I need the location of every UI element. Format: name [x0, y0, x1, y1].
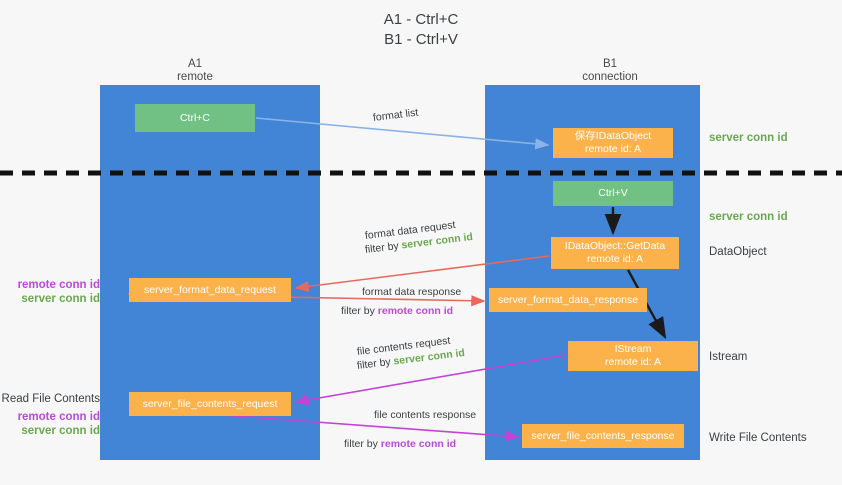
lane-header-a1: A1 remote: [177, 58, 213, 83]
lane-header-b1: B1 connection: [582, 58, 638, 83]
label-remote-conn-id-bottom: remote conn id: [17, 411, 100, 423]
box-ctrl-v[interactable]: Ctrl+V: [553, 181, 673, 206]
box-server-file-contents-response[interactable]: server_file_contents_response: [522, 424, 684, 448]
box-server-file-contents-request[interactable]: server_file_contents_request: [129, 392, 291, 416]
annotation-filter-prefix: filter by: [344, 438, 381, 450]
annotation-file-contents-response-filter: filter by remote conn id: [344, 437, 456, 452]
label-read-file-contents: Read File Contents: [1, 393, 100, 405]
label-server-conn-id-second: server conn id: [709, 211, 788, 223]
box-idataobject[interactable]: 保存IDataObject remote id: A: [553, 128, 673, 158]
label-server-conn-id-top: server conn id: [709, 132, 788, 144]
annotation-file-contents-response: file contents response: [374, 409, 477, 421]
label-server-conn-id-bottom: server conn id: [21, 425, 100, 437]
box-server-format-data-response[interactable]: server_format_data_response: [489, 288, 647, 312]
label-remote-conn-id-middle: remote conn id: [17, 279, 100, 291]
label-dataobject: DataObject: [709, 246, 767, 258]
label-istream: Istream: [709, 351, 748, 363]
annotation-filter-prefix: filter by: [356, 355, 395, 373]
box-idataobject-getdata[interactable]: IDataObject::GetData remote id: A: [551, 237, 679, 269]
label-server-conn-id-middle: server conn id: [21, 293, 100, 305]
annotation-filter-prefix: filter by: [341, 305, 378, 317]
label-write-file-contents: Write File Contents: [709, 432, 807, 444]
page-title: A1 - Ctrl+C B1 - Ctrl+V: [383, 11, 459, 48]
box-ctrl-c[interactable]: Ctrl+C: [135, 104, 255, 132]
box-server-format-data-request[interactable]: server_format_data_request: [129, 278, 291, 302]
annotation-filter-prefix: filter by: [364, 239, 403, 257]
label-conn-ids-bottom: remote conn id server conn id: [0, 410, 100, 438]
box-istream[interactable]: IStream remote id: A: [568, 341, 698, 371]
annotation-filter-value-remote-conn-id: remote conn id: [377, 305, 454, 317]
annotation-format-list: format list: [372, 106, 419, 125]
annotation-filter-value-remote-conn-id: remote conn id: [380, 438, 457, 450]
annotation-format-data-response: format data response: [362, 286, 462, 298]
annotation-format-data-response-filter: filter by remote conn id: [341, 304, 453, 319]
label-conn-ids-middle: remote conn id server conn id: [0, 278, 100, 306]
